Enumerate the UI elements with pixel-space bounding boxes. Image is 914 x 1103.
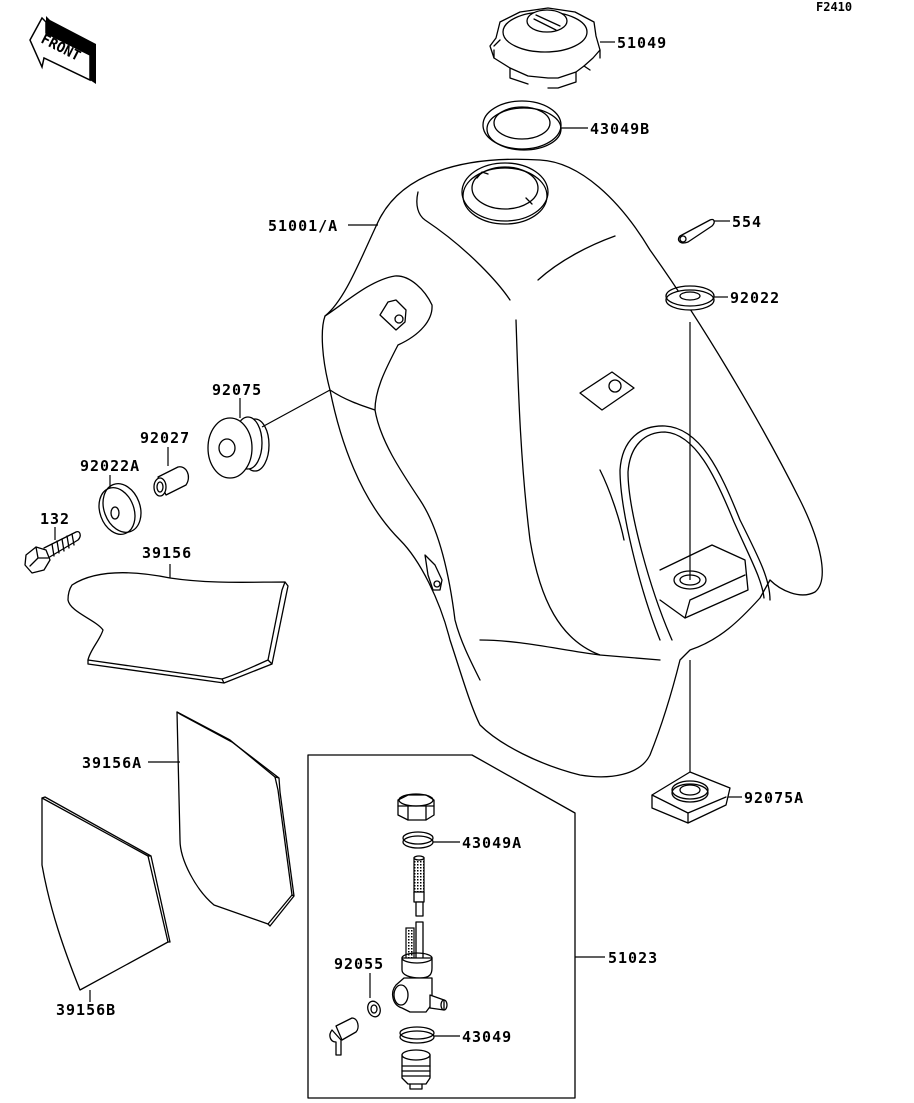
fuel-cap[interactable]: [489, 7, 601, 89]
label-51049: 51049: [617, 34, 667, 52]
damper-bottom[interactable]: [651, 771, 731, 824]
fuel-cock-lever[interactable]: [329, 1017, 359, 1056]
label-51023: 51023: [608, 949, 658, 967]
gasket-a[interactable]: [402, 831, 434, 849]
fuel-tank[interactable]: [321, 158, 823, 778]
washer[interactable]: [93, 478, 148, 539]
label-39156: 39156: [142, 544, 192, 562]
fuel-cock-nut[interactable]: [397, 793, 435, 821]
diagram-code: F2410: [816, 0, 852, 14]
washer-top[interactable]: [665, 285, 715, 311]
cap-gasket[interactable]: [482, 100, 562, 151]
damper[interactable]: [207, 416, 270, 479]
pad-a[interactable]: [176, 711, 295, 927]
label-132: 132: [40, 510, 70, 528]
label-43049a: 43049A: [462, 834, 522, 852]
label-92075: 92075: [212, 381, 262, 399]
sediment-bowl[interactable]: [401, 1049, 431, 1090]
gasket[interactable]: [399, 1026, 435, 1044]
o-ring[interactable]: [366, 999, 383, 1018]
label-43049b: 43049B: [590, 120, 650, 138]
front-arrow-icon: FRONT: [29, 16, 96, 84]
pad-b[interactable]: [41, 796, 171, 991]
label-554: 554: [732, 213, 762, 231]
label-39156a: 39156A: [82, 754, 142, 772]
label-39156b: 39156B: [56, 1001, 116, 1019]
collar[interactable]: [153, 466, 190, 497]
label-92075a: 92075A: [744, 789, 804, 807]
label-92055: 92055: [334, 955, 384, 973]
bolt[interactable]: [24, 530, 81, 574]
label-43049: 43049: [462, 1028, 512, 1046]
label-92022: 92022: [730, 289, 780, 307]
filter-screen-upper[interactable]: [413, 855, 425, 917]
label-92022a: 92022A: [80, 457, 140, 475]
label-51001-a: 51001/A: [268, 217, 338, 235]
pad[interactable]: [67, 572, 289, 684]
fuel-cock-assembly-box: [307, 754, 576, 1099]
label-92027: 92027: [140, 429, 190, 447]
fuel-cock-body[interactable]: [391, 921, 448, 1013]
pin[interactable]: [677, 218, 715, 244]
